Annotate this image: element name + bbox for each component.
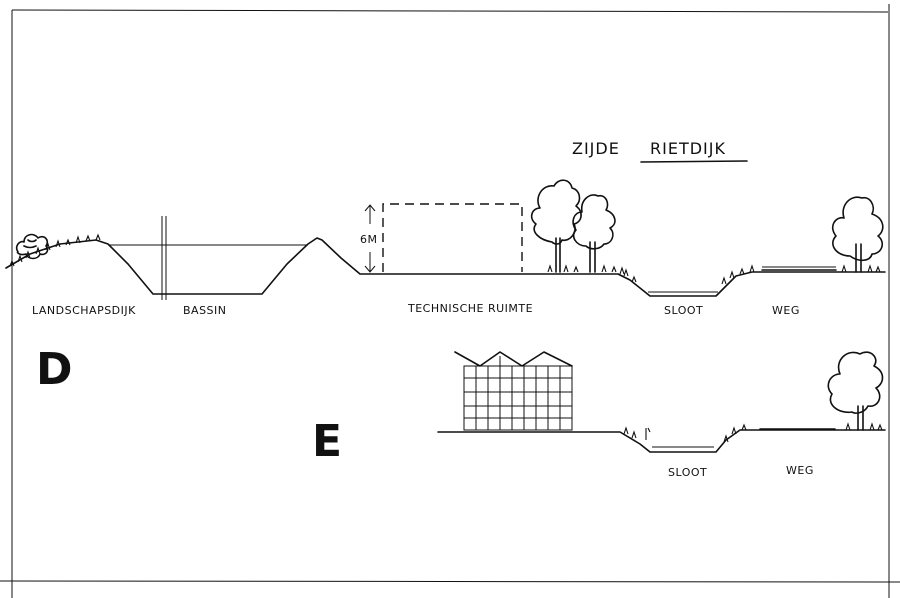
- label-weg-e: WEG: [786, 464, 814, 477]
- technische-ruimte-volume: [382, 203, 523, 272]
- sheet-frame: [0, 4, 900, 598]
- tree-weg-icon: [831, 196, 884, 273]
- section-cut-line: [161, 216, 167, 300]
- label-bassin: BASSIN: [183, 304, 227, 317]
- label-sloot-d: SLOOT: [664, 304, 703, 317]
- section-d: 6M LANDSCHAPSDIJK BASSIN TECHNISCHE RUIM…: [5, 179, 886, 395]
- sloot-e-bank-grass: [623, 423, 747, 443]
- height-marker: 6M: [360, 204, 378, 273]
- label-technische-ruimte: TECHNISCHE RUIMTE: [407, 302, 533, 315]
- section-d-ground-profile: [5, 237, 886, 297]
- label-sloot-e: SLOOT: [668, 466, 707, 479]
- greenhouse-icon: [454, 351, 573, 431]
- section-e: SLOOT WEG E: [312, 351, 886, 479]
- label-weg-d: WEG: [772, 304, 800, 317]
- section-e-ground-profile: [437, 429, 886, 453]
- title-name: RIETDIJK: [650, 139, 726, 158]
- section-letter-e: E: [312, 416, 342, 467]
- dike-shrub: [15, 233, 49, 260]
- drawing-title: ZIJDE RIETDIJK: [572, 139, 748, 163]
- tree-group-icon: [530, 179, 625, 275]
- label-landschapsdijk: LANDSCHAPSDIJK: [32, 304, 136, 317]
- height-marker-label: 6M: [360, 233, 378, 246]
- dike-grass: [9, 233, 101, 267]
- tree-weg-e-icon: [827, 351, 884, 431]
- title-prefix: ZIJDE: [572, 139, 620, 158]
- title-underline: [640, 160, 748, 163]
- section-letter-d: D: [36, 344, 73, 395]
- sloot-bank-grass: [623, 264, 755, 285]
